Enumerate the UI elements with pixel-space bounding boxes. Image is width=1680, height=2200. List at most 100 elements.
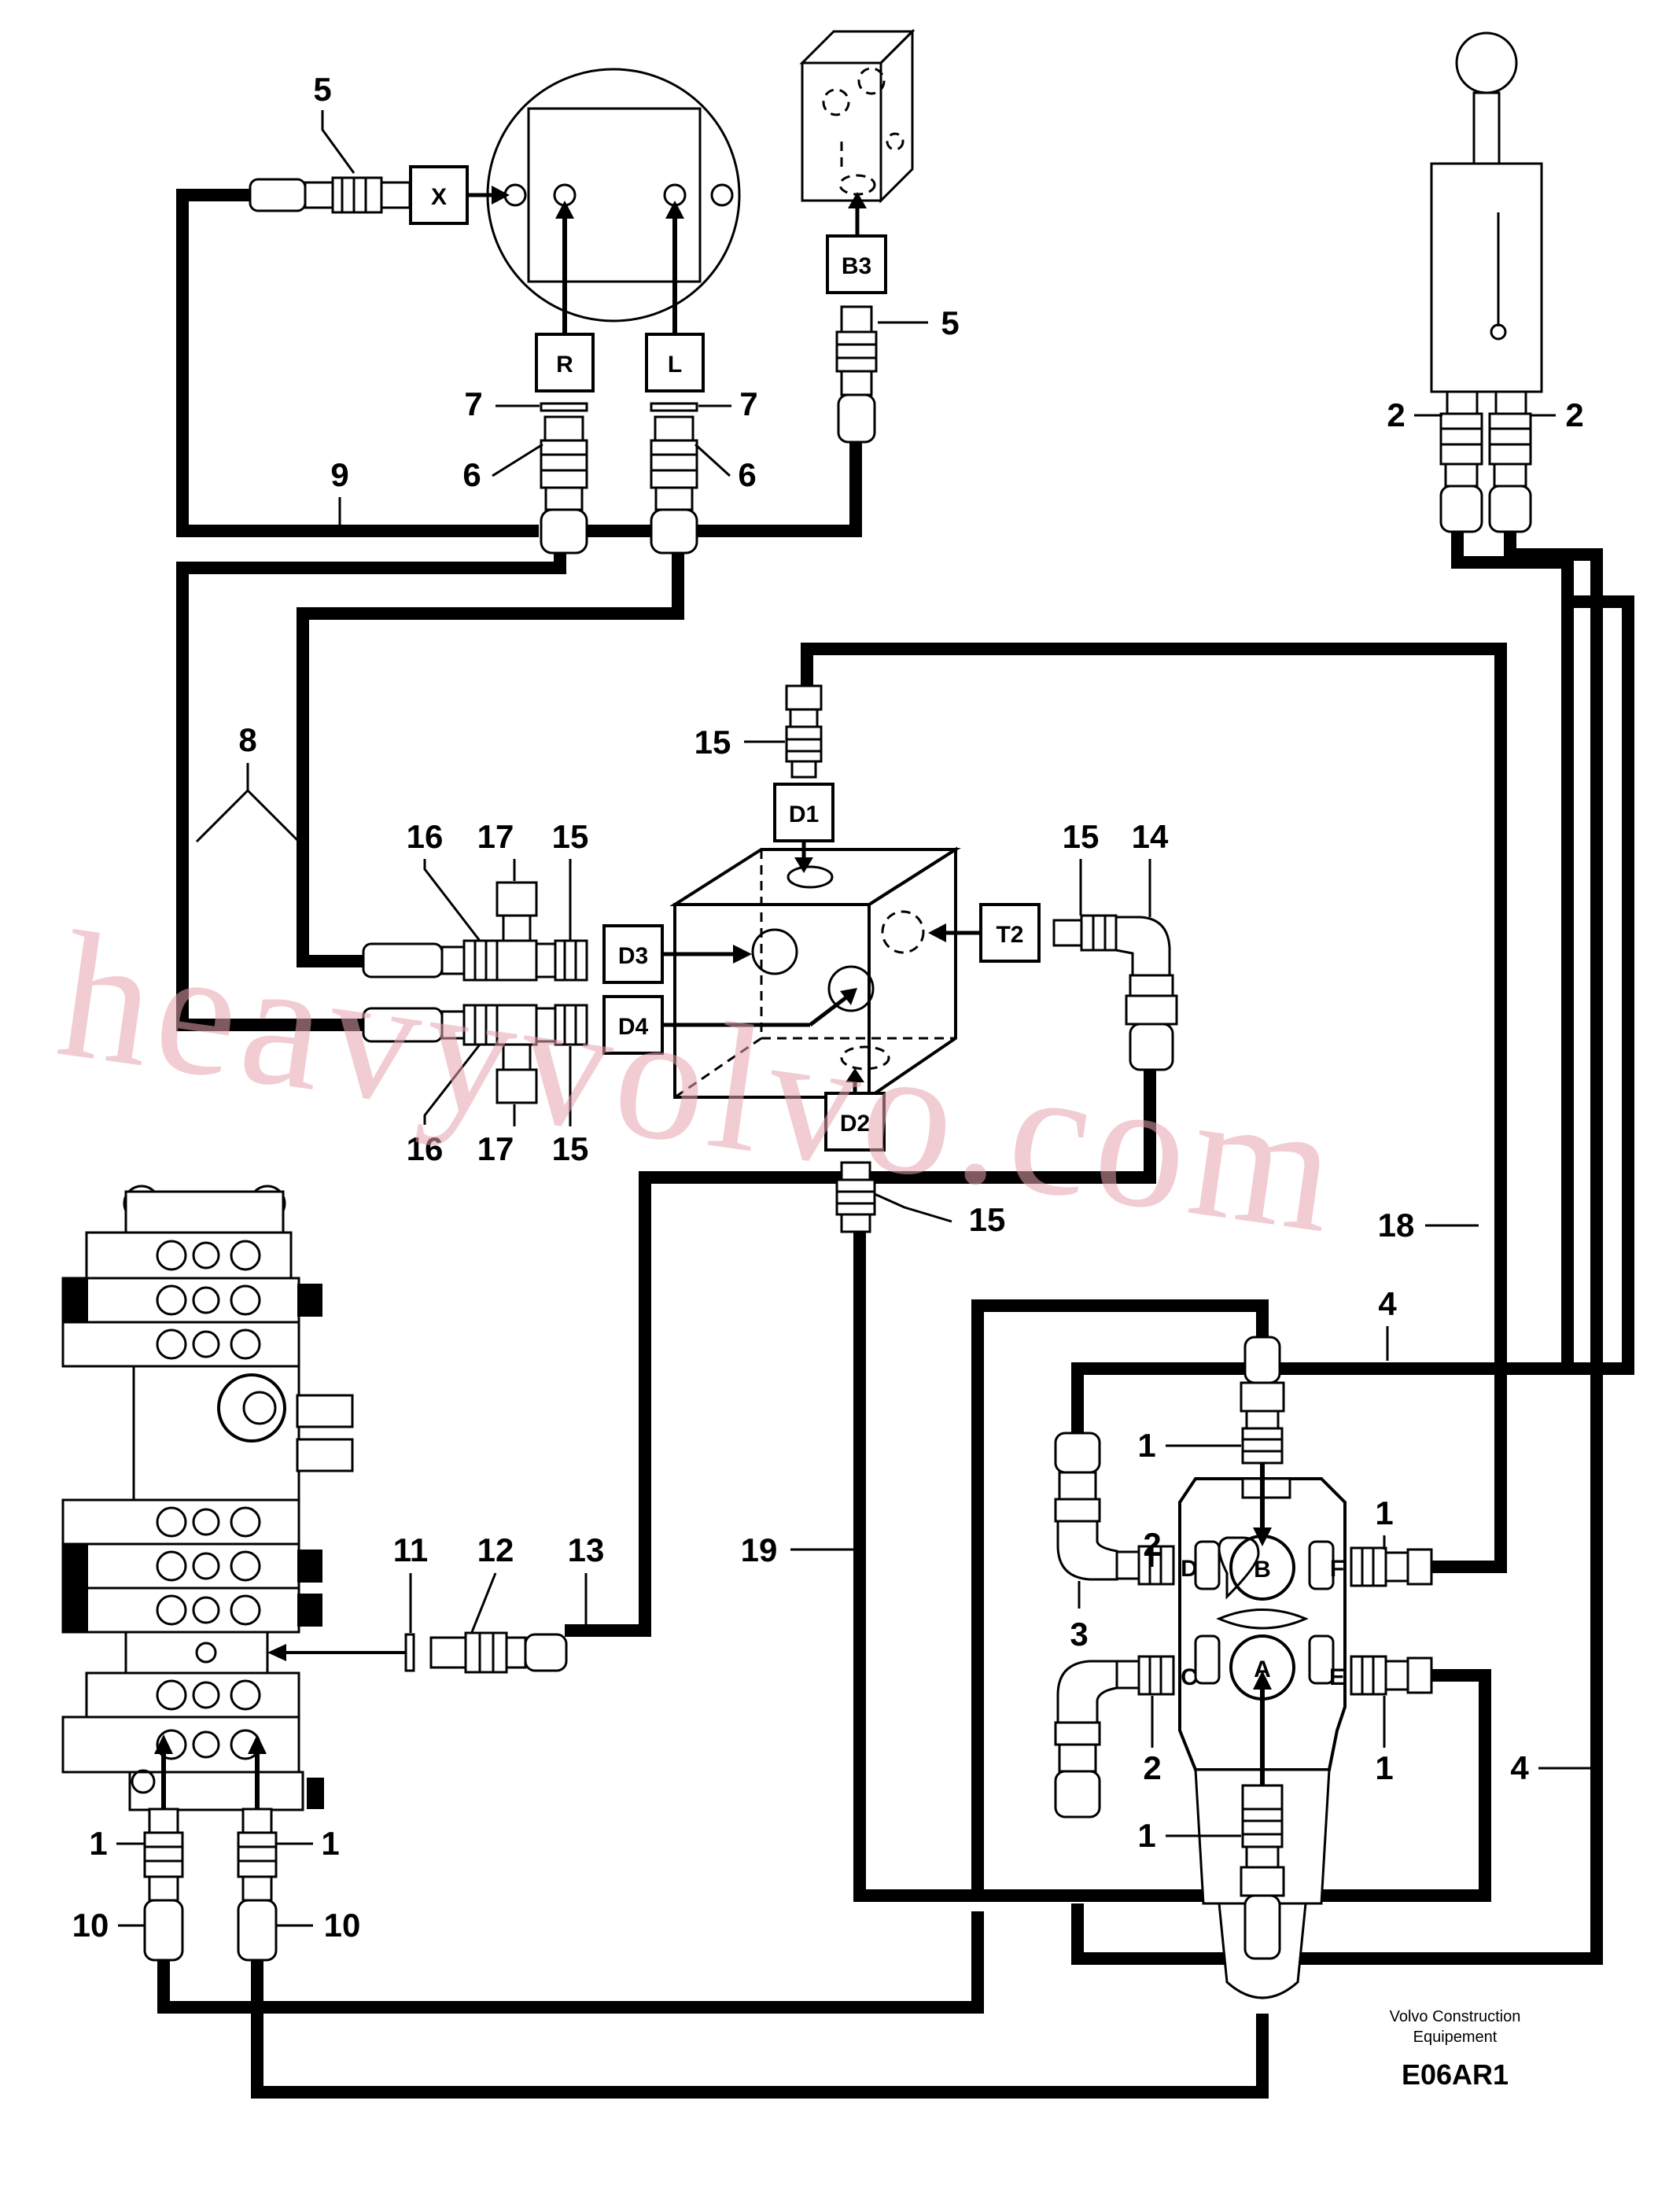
callout-4-top: 4 [1378, 1285, 1397, 1322]
callout-17-top: 17 [477, 818, 514, 855]
fitting-1-10-left [143, 1808, 184, 1962]
figure-code: E06AR1 [1402, 2058, 1509, 2091]
fitting-15-top [785, 684, 823, 779]
hose-9 [176, 189, 539, 537]
hose-8-outer [176, 551, 566, 1031]
hose-2-right [1504, 527, 1603, 1369]
port-d4: D4 [602, 988, 857, 1055]
hose-19 [853, 1231, 1491, 1902]
callout-4-bottom: 4 [1510, 1749, 1529, 1786]
elbow-3-upper [1054, 1432, 1175, 1586]
credit-line-1: Volvo Construction [1390, 2008, 1521, 2025]
junction-box [799, 28, 916, 236]
port-d1: D1 [773, 783, 834, 873]
callout-18: 18 [1378, 1207, 1415, 1244]
hose-d1 [801, 643, 1507, 1573]
fitting-15-bottom [835, 1161, 876, 1233]
coupling-12 [429, 1631, 568, 1674]
hose-b3 [574, 440, 862, 537]
port-t2-label: T2 [996, 922, 1023, 948]
fitting-shuttle-top [1240, 1336, 1285, 1465]
valve-port-d: D [1181, 1556, 1198, 1582]
credit-line-2: Equipement [1413, 2029, 1498, 2046]
port-l: L [645, 333, 705, 392]
port-x: X [409, 165, 510, 225]
port-d4-label: D4 [618, 1014, 649, 1040]
callout-14: 14 [1132, 818, 1169, 855]
port-d3-label: D3 [618, 943, 648, 969]
callout-10-right: 10 [324, 1907, 361, 1944]
callout-15-top: 15 [694, 724, 731, 761]
callout-1-f: 1 [1375, 1494, 1393, 1531]
port-d1-label: D1 [789, 802, 819, 827]
rotary-housing [486, 68, 741, 334]
callout-2-d: 2 [1143, 1526, 1161, 1563]
coupling-5-left [249, 176, 411, 214]
valve-port-c: C [1181, 1664, 1198, 1690]
coupling-5-right [835, 305, 878, 444]
callout-12: 12 [477, 1531, 514, 1568]
callout-9: 9 [330, 456, 348, 493]
port-d3: D3 [602, 924, 752, 984]
seal-7-left [540, 402, 588, 412]
elbow-3-lower [1054, 1655, 1175, 1819]
callout-5-left: 5 [313, 71, 331, 108]
pilot-control-unit [1430, 31, 1543, 533]
callout-1-valve-left: 1 [89, 1825, 107, 1862]
port-b3: B3 [826, 234, 887, 294]
callout-10-left: 10 [72, 1907, 109, 1944]
callout-6-right: 6 [738, 456, 756, 493]
callout-1-e: 1 [1375, 1749, 1393, 1786]
fitting-shuttle-bottom [1240, 1808, 1285, 1960]
callout-5-right: 5 [941, 304, 959, 341]
callout-17-bottom: 17 [477, 1130, 514, 1167]
elbow-14 [1052, 914, 1178, 1071]
port-r: R [535, 333, 595, 392]
callout-2-left: 2 [1387, 396, 1405, 433]
callout-11: 11 [393, 1531, 428, 1568]
valve-port-b: B [1254, 1557, 1271, 1583]
callout-6-left: 6 [462, 456, 481, 493]
port-x-label: X [431, 184, 447, 210]
callout-15-left-bottom: 15 [552, 1130, 589, 1167]
fitting-f [1350, 1546, 1433, 1587]
callout-3: 3 [1070, 1616, 1088, 1653]
port-d2-label: D2 [840, 1111, 870, 1137]
valve-port-e: E [1329, 1664, 1345, 1690]
tee-16-17-top [362, 881, 588, 982]
hoses [157, 189, 1634, 2099]
callout-15-left-top: 15 [552, 818, 589, 855]
callout-16-bottom: 16 [407, 1130, 444, 1167]
callout-1-valve-right: 1 [321, 1825, 339, 1862]
fitting-6-right [650, 415, 698, 555]
port-b3-label: B3 [842, 253, 871, 279]
hose-18 [1071, 527, 1603, 1965]
valve-port-a: A [1254, 1656, 1271, 1682]
callout-2-c: 2 [1143, 1749, 1161, 1786]
main-control-valve [61, 1185, 409, 1811]
tee-16-17-bottom [362, 1004, 588, 1104]
callouts: 5 7 7 6 6 9 5 2 2 8 15 16 17 15 16 17 15 [72, 71, 1590, 1944]
callout-13: 13 [568, 1531, 605, 1568]
callout-7-right: 7 [739, 385, 757, 422]
seal-11 [404, 1633, 415, 1672]
callout-8: 8 [238, 721, 256, 758]
distribution-block [669, 846, 961, 1100]
hose-10-b [251, 1959, 1269, 2099]
port-t2: T2 [928, 903, 1041, 963]
fitting-e [1350, 1655, 1433, 1696]
fitting-6-left [540, 415, 588, 555]
fitting-1-10-right [237, 1808, 278, 1962]
seal-7-right [650, 402, 698, 412]
hose-4-b [1071, 1085, 1634, 1471]
callout-1-shuttle-top: 1 [1137, 1427, 1155, 1464]
callout-7-left: 7 [464, 385, 482, 422]
callout-16-top: 16 [407, 818, 444, 855]
callout-1-shuttle-bottom: 1 [1137, 1817, 1155, 1854]
hose-8-inner [297, 551, 684, 967]
hose-2-right-b [1568, 595, 1634, 1085]
valve-port-f: F [1330, 1556, 1344, 1582]
hose-10-a [157, 1911, 984, 2014]
